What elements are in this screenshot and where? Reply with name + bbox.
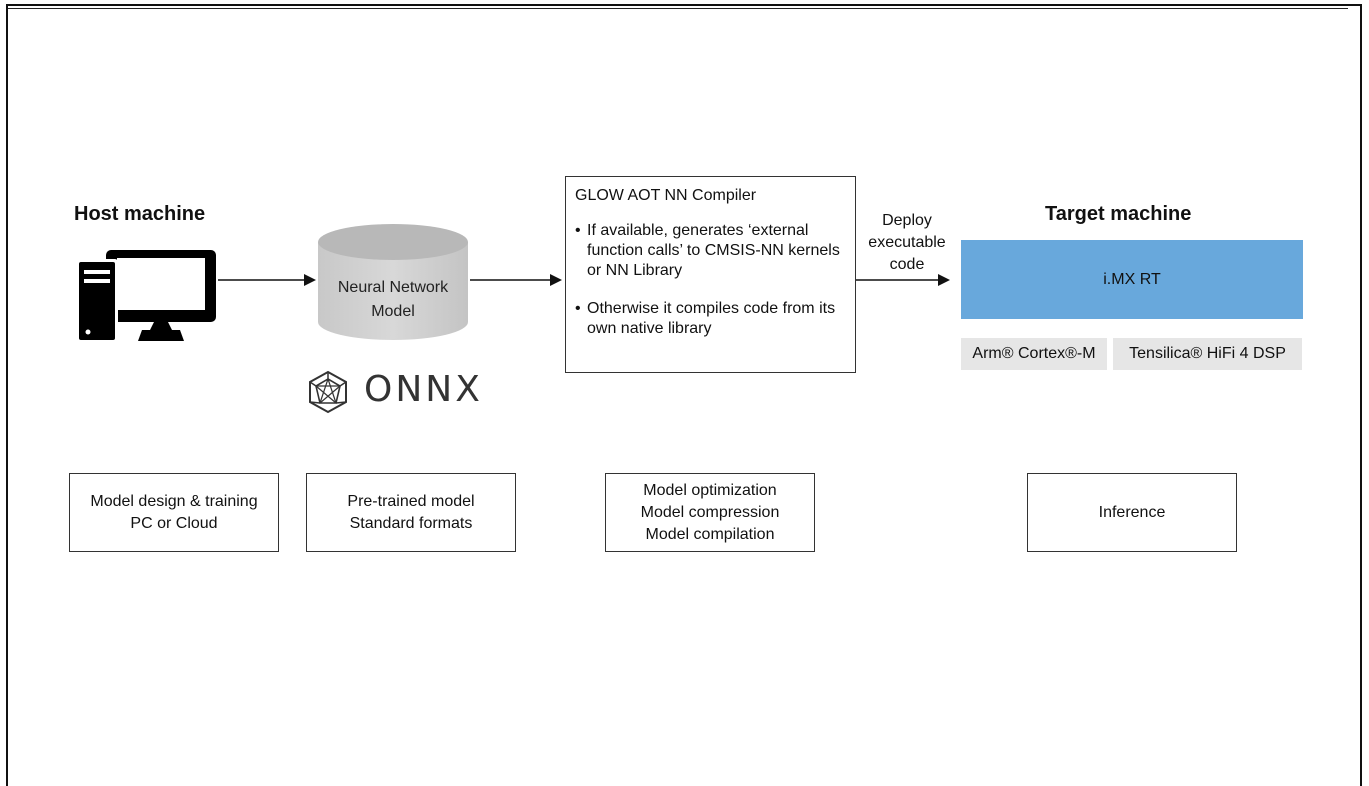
frame-top-inner-border [6, 8, 1348, 9]
deploy-label: Deploy executable code [864, 210, 950, 276]
bullet-marker: • [575, 222, 581, 239]
stage-box-pretrained: Pre-trained model Standard formats [306, 473, 516, 552]
bullet-marker: • [575, 300, 581, 317]
compiler-bullet-2: • Otherwise it compiles code from its ow… [575, 299, 851, 339]
arrow-model-to-compiler [470, 274, 562, 286]
model-label: Neural Network Model [318, 276, 468, 324]
host-machine-heading: Host machine [74, 203, 206, 225]
stage-line: Model compression [640, 503, 780, 521]
compiler-bullet-1-text: If available, generates ‘external functi… [587, 222, 840, 279]
arrow-compiler-to-target [856, 274, 950, 286]
core-tensilica-hifi4: Tensilica® HiFi 4 DSP [1113, 338, 1302, 370]
stage-line: PC or Cloud [130, 514, 218, 532]
arrow-host-to-model [218, 274, 316, 286]
compiler-box: GLOW AOT NN Compiler • If available, gen… [565, 176, 856, 373]
core-arm-cortex-m: Arm® Cortex®-M [961, 338, 1107, 370]
stage-box-optimization: Model optimization Model compression Mod… [605, 473, 815, 552]
deploy-label-line-3: code [889, 256, 925, 273]
platform-block: i.MX RT [961, 240, 1303, 319]
model-database-cylinder-icon [318, 224, 468, 340]
compiler-title: GLOW AOT NN Compiler [575, 187, 757, 204]
deploy-label-line-1: Deploy [882, 212, 932, 229]
stage-line: Pre-trained model [347, 492, 475, 510]
onnx-logo-text: ONNX [364, 369, 483, 410]
model-label-line-2: Model [371, 303, 415, 320]
compiler-bullet-2-text: Otherwise it compiles code from its own … [587, 300, 836, 337]
stage-line: Inference [1098, 503, 1166, 521]
deploy-label-line-2: executable [868, 234, 946, 251]
stage-line: Standard formats [349, 514, 473, 532]
onnx-logo-icon [309, 370, 347, 414]
model-label-line-1: Neural Network [337, 279, 449, 296]
target-machine-heading: Target machine [1045, 203, 1192, 225]
platform-label: i.MX RT [1103, 270, 1161, 288]
stage-line: Model design & training [90, 492, 258, 510]
frame-left-border [6, 4, 8, 786]
frame-right-border [1360, 4, 1362, 786]
stage-box-inference: Inference [1027, 473, 1237, 552]
frame-top-border [6, 4, 1360, 6]
stage-line: Model optimization [643, 481, 777, 499]
compiler-bullet-1: • If available, generates ‘external func… [575, 221, 851, 281]
desktop-computer-icon [76, 250, 216, 343]
stage-line: Model compilation [645, 525, 775, 543]
stage-box-training: Model design & training PC or Cloud [69, 473, 279, 552]
